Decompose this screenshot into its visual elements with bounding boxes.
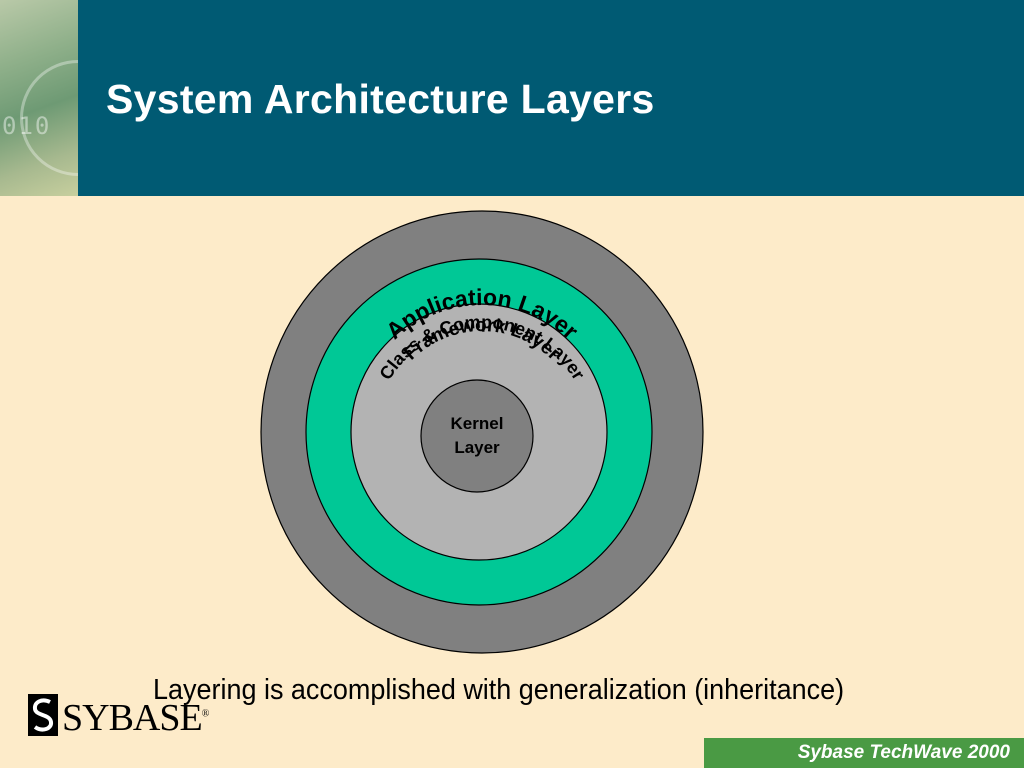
sybase-logo-wordmark: SYBASE® <box>62 697 209 739</box>
header-decoration-image: 010 <box>0 0 78 196</box>
header-binary-digits: 010 <box>2 112 52 140</box>
footer-band: Sybase TechWave 2000 <box>704 738 1024 768</box>
footer-event-name: Sybase TechWave 2000 <box>797 742 1010 763</box>
sybase-logo-mark-icon <box>28 694 58 736</box>
title-banner: 010 System Architecture Layers <box>0 0 1024 196</box>
slide-title: System Architecture Layers <box>106 76 655 122</box>
kernel-layer-label-line2: Layer <box>454 438 500 457</box>
kernel-layer-label-line1: Kernel <box>451 414 504 433</box>
slide-caption: Layering is accomplished with generaliza… <box>153 674 845 706</box>
sybase-logo: SYBASE® <box>28 692 209 740</box>
kernel-layer-core <box>420 379 534 493</box>
